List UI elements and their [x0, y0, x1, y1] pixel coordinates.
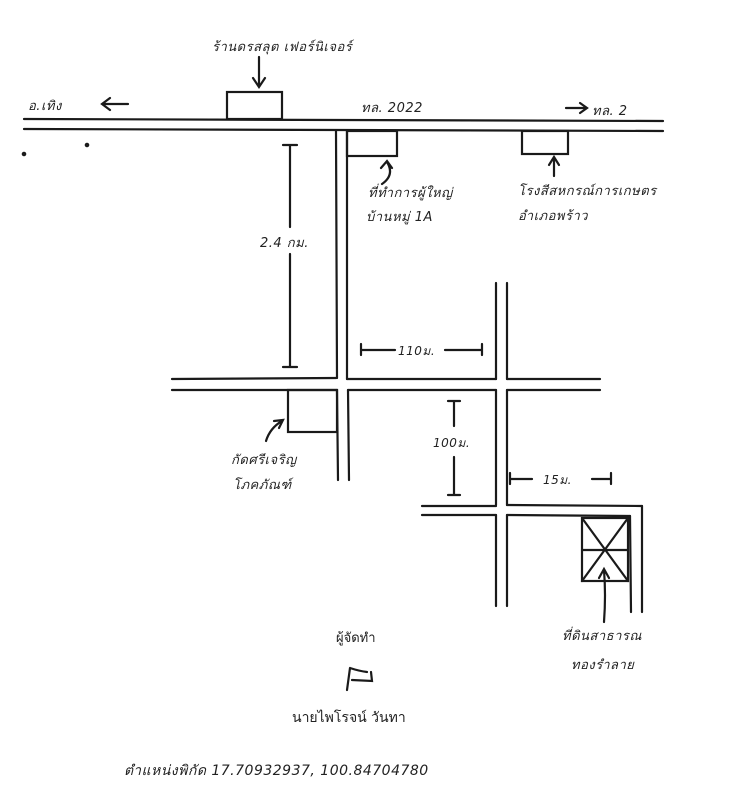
signature-mark: [345, 666, 374, 692]
furniture-store-building: [225, 90, 284, 121]
label-distance-lower-vertical: 100ม.: [433, 436, 471, 450]
label-distance-right-horizontal: 15ม.: [543, 473, 572, 487]
far-right-road-left: [628, 514, 633, 614]
label-author: นายไพโรจน์ วันทา: [292, 710, 406, 726]
label-distance-vertical-main: 2.4 กม.: [260, 236, 309, 251]
main-road-left-edge: [334, 129, 339, 380]
label-land-1: ที่ดินสาธารณ: [562, 629, 642, 644]
distance-lower-vertical: [446, 399, 462, 497]
arrow-left-direction: [100, 96, 130, 112]
label-village-office-2: บ้านหมู่ 1A: [366, 210, 433, 225]
distance-right-horizontal: [508, 471, 613, 486]
label-right-road: ทล. 2: [592, 104, 628, 119]
arrow-shop: [264, 418, 285, 443]
rice-mill-building: [520, 129, 570, 156]
label-rice-mill-1: โรงสีสหกรณ์การเกษตร: [518, 184, 657, 199]
distance-middle-horizontal: [359, 342, 484, 357]
label-distance-middle-horizontal: 110ม.: [398, 344, 436, 358]
label-shop-1: กัดศรีเจริญ: [231, 453, 297, 468]
highway-top-edge: [22, 117, 665, 123]
label-coordinates: ตำแหน่งพิกัด 17.70932937, 100.84704780: [124, 763, 429, 779]
arrow-right-direction: [564, 101, 589, 115]
label-rice-mill-2: อำเภอพร้าว: [518, 209, 589, 224]
arrow-rice-mill: [547, 154, 561, 178]
distance-vertical-main: [281, 143, 299, 369]
label-furniture-store: ร้านดรสลุต เฟอร์นิเจอร์: [212, 40, 353, 55]
label-prepared-by: ผู้จัดทำ: [336, 631, 376, 646]
lower-road-bottom-right: [505, 513, 632, 518]
shop-building: [286, 388, 339, 434]
main-road-right-lower: [346, 388, 351, 482]
lower-road-top-right: [505, 503, 644, 508]
label-highway: ทล. 2022: [361, 101, 423, 116]
label-shop-2: โภคภัณฑ์: [233, 478, 292, 493]
label-land-2: ทองรำลาย: [571, 658, 635, 673]
label-left-road: อ.เทิง: [28, 99, 62, 114]
stray-dot: [21, 151, 27, 157]
village-office-building: [345, 129, 399, 158]
label-village-office-1: ที่ทำการผู้ใหญ่: [368, 186, 453, 201]
stray-dot: [84, 142, 90, 148]
arrow-furniture-store: [251, 55, 267, 89]
cross-road-top-left: [170, 376, 338, 381]
arrow-destination: [597, 566, 611, 624]
arrow-village-office: [379, 159, 394, 186]
